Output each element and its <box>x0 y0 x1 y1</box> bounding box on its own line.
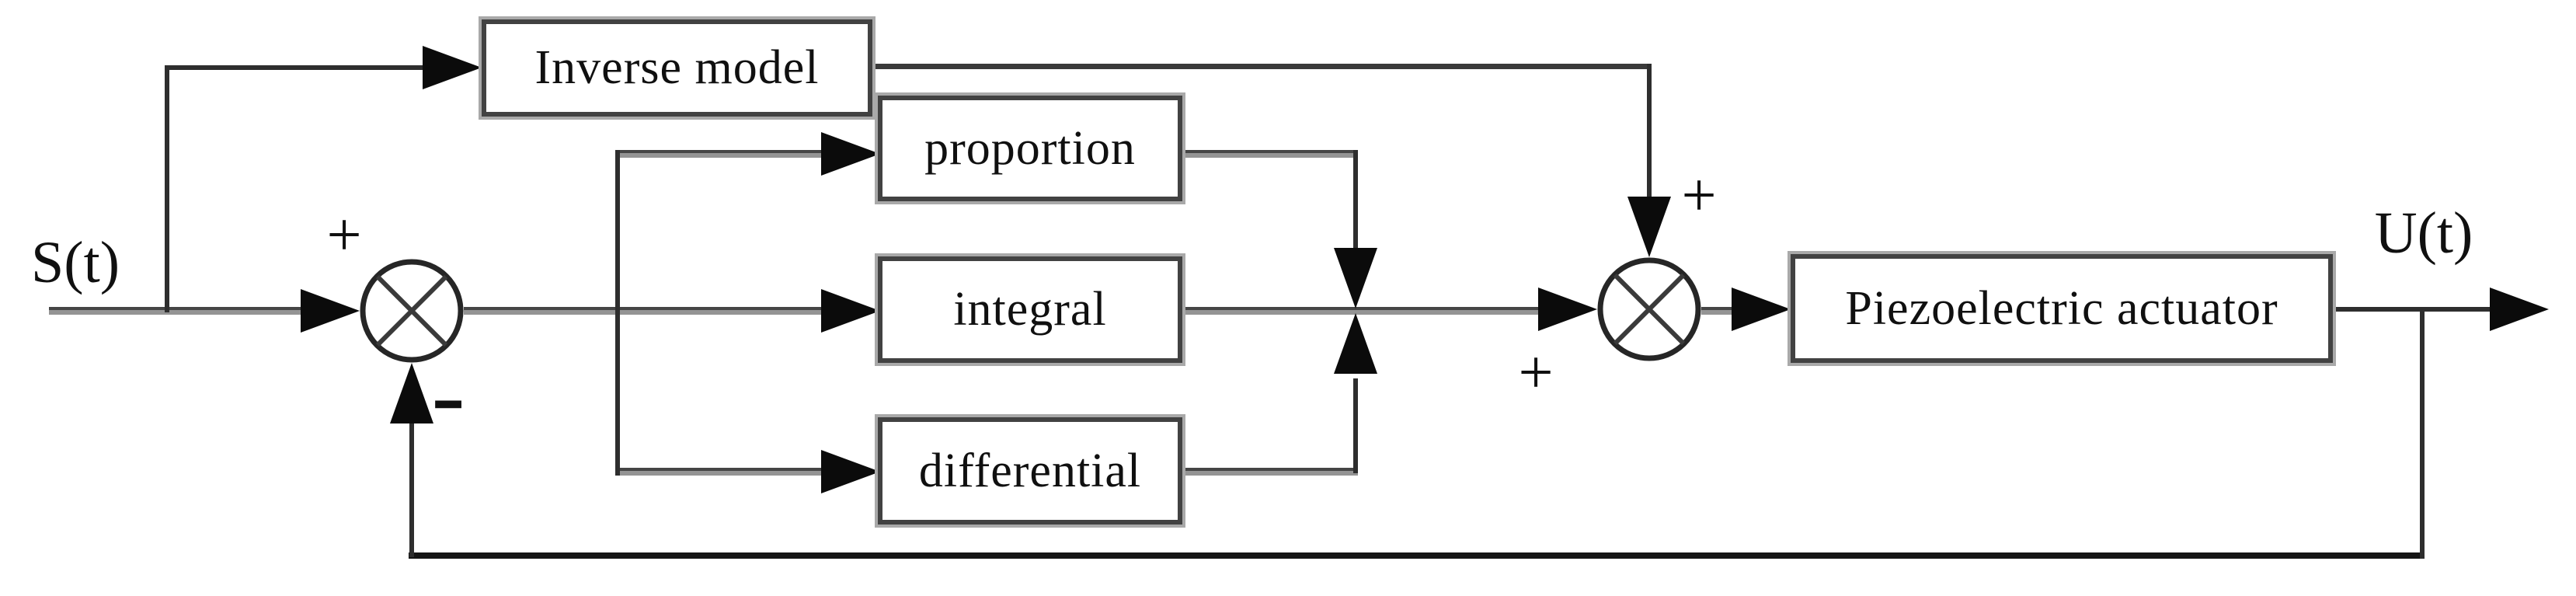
line-feedback-bottom <box>409 552 2425 559</box>
line-actuator-out <box>2333 307 2492 312</box>
sum-circle-cross-icon <box>360 259 464 363</box>
block-proportion: proportion <box>878 96 1182 201</box>
block-differential-label: differential <box>918 444 1142 497</box>
sum2-junction <box>1595 255 1704 364</box>
line-inverse-in <box>167 65 427 70</box>
input-signal-label: S(t) <box>31 230 120 295</box>
line-feedback-up <box>409 422 414 557</box>
block-integral-label: integral <box>953 283 1107 336</box>
line-sum1-to-integral <box>464 307 823 315</box>
line-inverse-out <box>872 64 1652 69</box>
line-merge-up <box>1353 378 1358 473</box>
arrowhead-into-proportion <box>821 132 880 176</box>
arrowhead-merge-down <box>1334 248 1377 308</box>
arrowhead-into-sum1 <box>301 289 360 333</box>
line-output-branch-drop <box>2420 309 2425 559</box>
output-signal-label: U(t) <box>2374 200 2473 266</box>
arrowhead-into-differential <box>821 450 880 493</box>
arrowhead-feedback-into-sum1 <box>390 363 433 423</box>
arrowhead-into-sum2 <box>1538 288 1597 331</box>
line-branch-pid <box>615 150 620 476</box>
line-proportion-out <box>1182 150 1358 158</box>
sum1-junction <box>357 256 466 365</box>
block-piezoelectric-actuator-label: Piezoelectric actuator <box>1845 281 2278 335</box>
line-differential-in <box>618 468 823 476</box>
block-inverse-model: Inverse model <box>482 19 872 117</box>
sum-circle-cross-icon <box>1597 257 1701 361</box>
arrowhead-into-integral <box>821 289 880 333</box>
arrowhead-output <box>2490 288 2549 331</box>
arrowhead-into-actuator <box>1732 288 1791 331</box>
line-differential-out <box>1182 468 1358 476</box>
line-proportion-in <box>618 150 823 158</box>
line-input-main <box>49 307 305 315</box>
arrowhead-inverse-into-sum2 <box>1627 197 1671 257</box>
block-integral: integral <box>878 256 1182 363</box>
line-integral-to-sum2 <box>1182 307 1542 315</box>
sum1-minus-sign: - <box>431 339 465 451</box>
line-inverse-drop <box>1647 64 1652 202</box>
arrowhead-merge-up <box>1334 313 1377 374</box>
block-differential: differential <box>878 417 1182 525</box>
block-proportion-label: proportion <box>924 121 1136 175</box>
block-inverse-model-label: Inverse model <box>534 41 820 94</box>
arrowhead-into-inverse-model <box>423 46 482 89</box>
sum2-plus-top-sign: + <box>1681 162 1717 230</box>
line-merge-down <box>1353 150 1358 248</box>
block-piezoelectric-actuator: Piezoelectric actuator <box>1791 254 2333 363</box>
sum2-plus-left-sign: + <box>1518 339 1554 407</box>
line-branch-to-inverse <box>165 65 169 312</box>
sum1-plus-sign: + <box>326 201 362 270</box>
line-sum2-out <box>1701 307 1736 315</box>
